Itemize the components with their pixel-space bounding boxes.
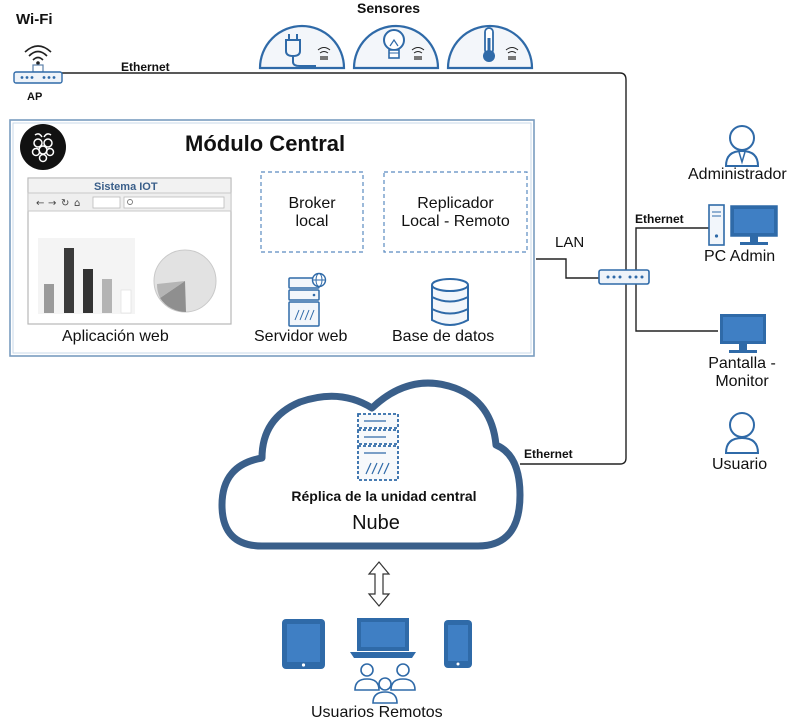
phone-icon bbox=[444, 620, 472, 668]
modulo-central-title: Módulo Central bbox=[185, 131, 346, 156]
back-icon: ← bbox=[36, 198, 44, 209]
admin-user-icon bbox=[724, 125, 760, 167]
chart-bar bbox=[83, 269, 93, 313]
broker-label-1: Broker bbox=[288, 195, 336, 212]
web-app-window: ← → ↻ ⌂ bbox=[27, 177, 232, 325]
chart-bar bbox=[102, 279, 112, 313]
chart-bar bbox=[64, 248, 74, 313]
cloud-nube-label: Nube bbox=[352, 512, 400, 534]
raspberry-pi-icon bbox=[20, 124, 66, 170]
pantalla-label-1: Pantalla - bbox=[708, 355, 776, 372]
sensor-thermometer-icon bbox=[446, 24, 534, 70]
usuario-label: Usuario bbox=[712, 456, 768, 473]
broker-box bbox=[260, 171, 364, 253]
replicador-label-1: Replicador bbox=[417, 195, 494, 212]
broker-label-2: local bbox=[295, 213, 329, 230]
ethernet-line-pc bbox=[635, 227, 716, 272]
cloud-server-icon bbox=[357, 413, 399, 481]
home-icon: ⌂ bbox=[74, 198, 80, 209]
sensor-plug-icon bbox=[258, 24, 346, 70]
browser-title: Sistema IOT bbox=[94, 181, 158, 193]
sensores-label: Sensores bbox=[357, 0, 421, 16]
pantalla-label-2: Monitor bbox=[715, 373, 769, 390]
chart-bar bbox=[44, 284, 54, 313]
ethernet-label-bottom: Ethernet bbox=[524, 447, 573, 461]
lan-label: LAN bbox=[555, 234, 585, 251]
wifi-label: Wi-Fi bbox=[16, 11, 53, 28]
laptop-icon bbox=[350, 618, 416, 658]
sensor-bulb-icon bbox=[352, 24, 440, 70]
database-label: Base de datos bbox=[392, 328, 495, 345]
ap-label: AP bbox=[27, 91, 43, 103]
web-server-label: Servidor web bbox=[254, 328, 348, 345]
monitor-icon bbox=[720, 314, 766, 353]
cloud-replica-label: Réplica de la unidad central bbox=[291, 488, 477, 504]
ethernet-label-pc: Ethernet bbox=[635, 212, 684, 226]
replicador-label-2: Local - Remoto bbox=[401, 213, 510, 230]
network-switch-icon bbox=[598, 269, 650, 285]
remote-users-label: Usuarios Remotos bbox=[311, 704, 443, 721]
admin-label: Administrador bbox=[688, 166, 787, 183]
reload-icon: ↻ bbox=[61, 198, 69, 209]
bidirectional-arrow bbox=[367, 561, 391, 607]
ethernet-label-top: Ethernet bbox=[121, 60, 170, 74]
web-app-label: Aplicación web bbox=[62, 328, 169, 345]
pc-admin-label: PC Admin bbox=[704, 248, 776, 265]
ethernet-line-monitor bbox=[635, 284, 718, 332]
tablet-icon bbox=[282, 619, 325, 669]
chart-bar bbox=[120, 289, 132, 314]
forward-icon: → bbox=[48, 198, 56, 209]
replicador-box bbox=[383, 171, 528, 253]
user-group-icon bbox=[354, 663, 416, 704]
database-icon bbox=[431, 278, 469, 326]
web-server-icon bbox=[288, 272, 327, 327]
ethernet-line-top bbox=[62, 72, 627, 465]
user-icon bbox=[724, 412, 760, 454]
pc-admin-icon bbox=[708, 204, 778, 246]
search-icon bbox=[127, 199, 133, 205]
wifi-ap-icon bbox=[13, 45, 63, 84]
lan-line bbox=[536, 258, 600, 279]
pie-chart-icon bbox=[153, 249, 217, 313]
